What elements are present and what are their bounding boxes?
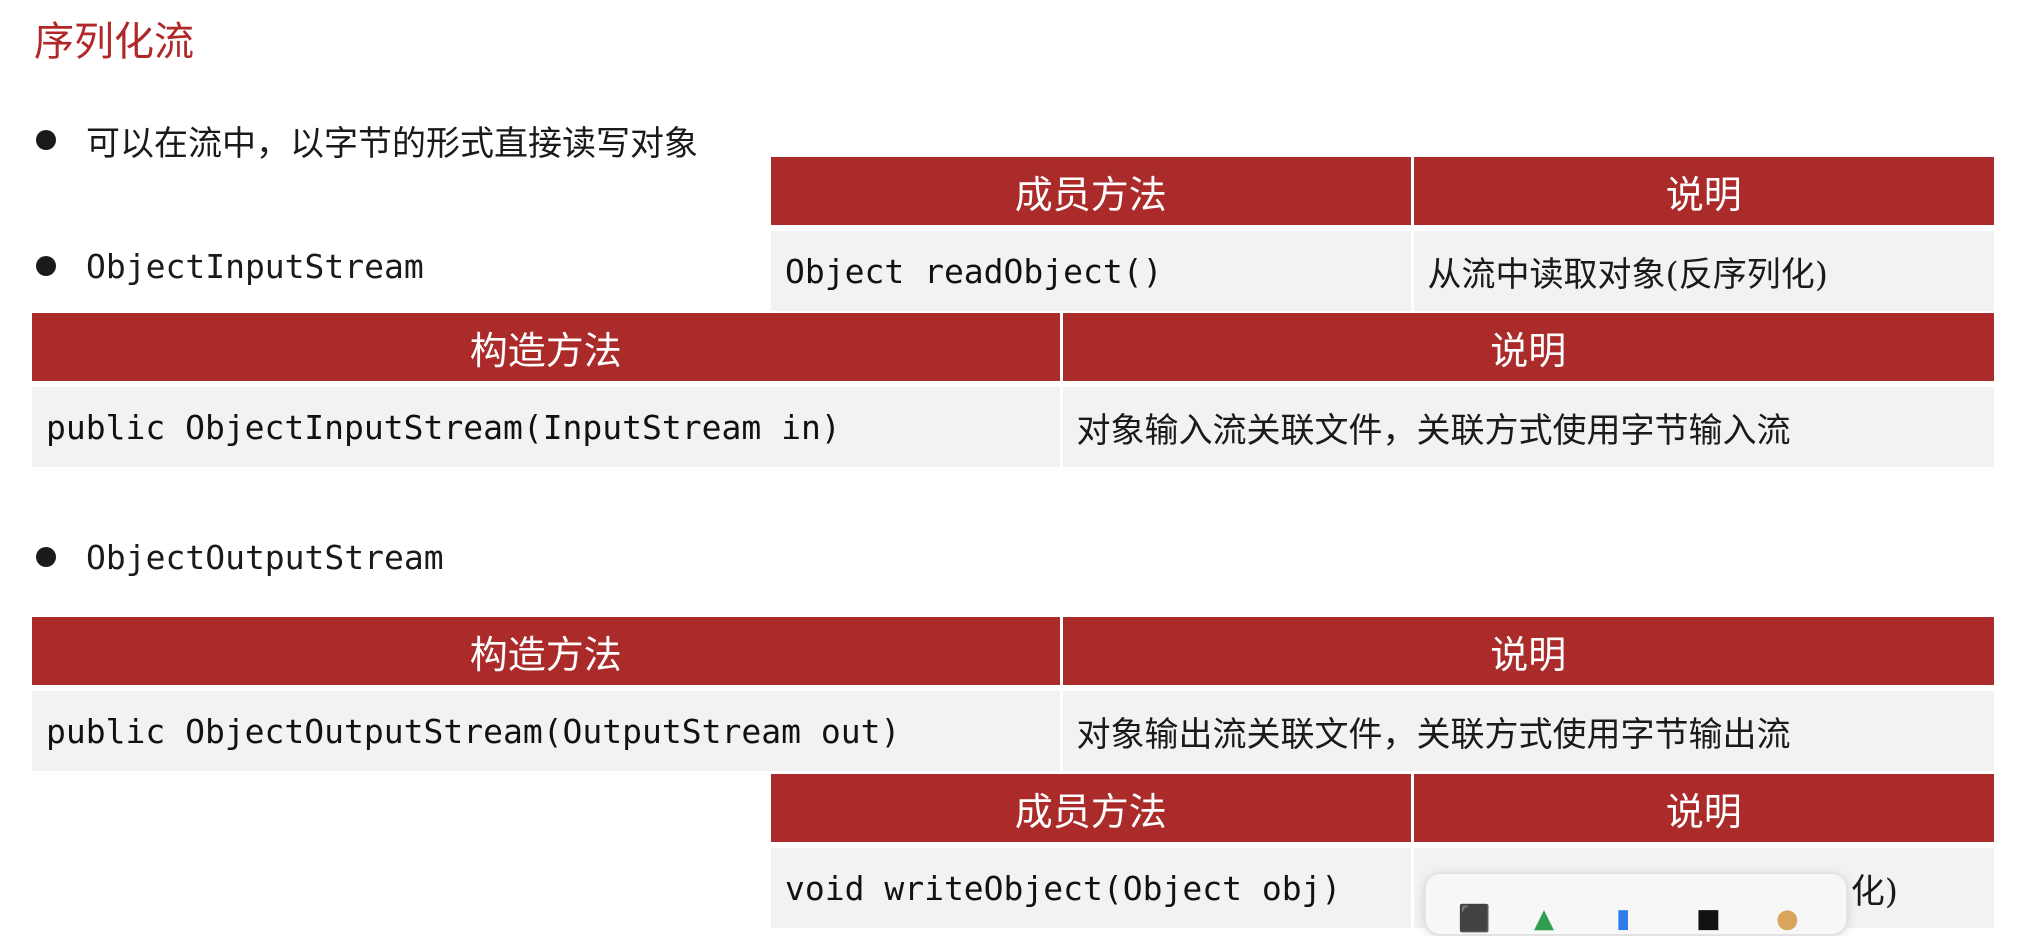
table-header: 说明 (1061, 617, 1994, 688)
method-cell: void writeObject(Object obj) (771, 842, 1414, 928)
input-member-table: 成员方法 说明 Object readObject() 从流中读取对象(反序列化… (771, 157, 1994, 311)
table-header: 说明 (1412, 774, 1994, 845)
bullet-text: ObjectOutputStream (86, 537, 444, 577)
constructor-cell: public ObjectOutputStream(OutputStream o… (32, 685, 1063, 771)
table-header: 成员方法 (771, 774, 1414, 845)
bullet-text: 可以在流中，以字节的形式直接读写对象 (86, 123, 698, 164)
page-title: 序列化流 (34, 19, 194, 65)
floating-toolbar[interactable]: ⬛ ▲ ▮ ■ ● (1424, 872, 1848, 936)
table-row: public ObjectOutputStream(OutputStream o… (32, 685, 1994, 771)
pdf-icon[interactable]: ⬛ (1458, 904, 1491, 934)
input-constructor-table: 构造方法 说明 public ObjectInputStream(InputSt… (32, 313, 1994, 467)
table-header: 说明 (1412, 157, 1994, 228)
description-cell: 从流中读取对象(反序列化) (1412, 225, 1994, 311)
table-row: Object readObject() 从流中读取对象(反序列化) (771, 225, 1994, 311)
cat-icon[interactable]: ● (1776, 904, 1799, 934)
bullet-input-stream: ObjectInputStream (36, 236, 424, 296)
bullet-intro: 可以在流中，以字节的形式直接读写对象 (36, 110, 698, 170)
table-header: 成员方法 (771, 157, 1414, 228)
constructor-cell: public ObjectInputStream(InputStream in) (32, 381, 1063, 467)
bullet-text: ObjectInputStream (86, 246, 424, 286)
tiktok-icon[interactable]: ■ (1696, 904, 1721, 934)
table-row: public ObjectInputStream(InputStream in)… (32, 381, 1994, 467)
bullet-dot (36, 256, 56, 276)
bullet-dot (36, 130, 56, 150)
bullet-output-stream: ObjectOutputStream (36, 527, 444, 587)
table-header: 说明 (1061, 313, 1994, 384)
description-cell: 对象输出流关联文件，关联方式使用字节输出流 (1061, 685, 1994, 771)
method-cell: Object readObject() (771, 225, 1414, 311)
drive-icon[interactable]: ▲ (1534, 904, 1554, 934)
output-constructor-table: 构造方法 说明 public ObjectOutputStream(Output… (32, 617, 1994, 771)
print-icon[interactable]: ▮ (1616, 904, 1631, 934)
bullet-dot (36, 547, 56, 567)
table-header: 构造方法 (32, 617, 1063, 688)
table-header: 构造方法 (32, 313, 1063, 384)
description-cell: 对象输入流关联文件，关联方式使用字节输入流 (1061, 381, 1994, 467)
